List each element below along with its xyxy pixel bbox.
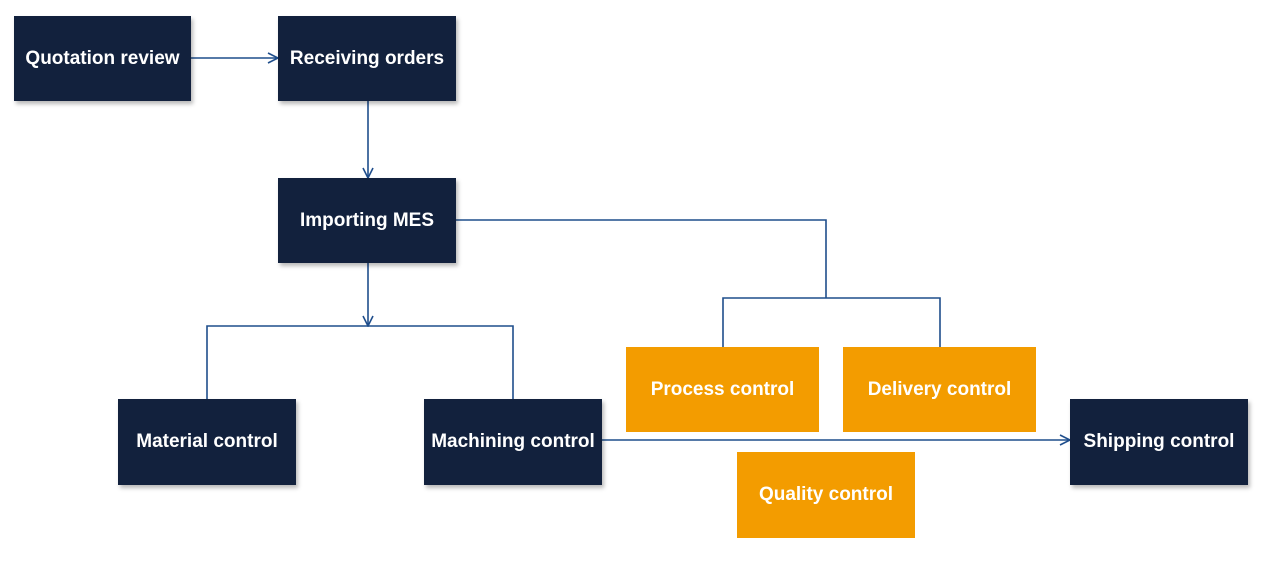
node-shipping-control-label: Shipping control [1083, 431, 1235, 452]
node-process-control: Process control [626, 347, 819, 432]
node-machining-control: Machining control [424, 399, 602, 485]
node-quality-control: Quality control [737, 452, 915, 538]
node-material-control-label: Material control [136, 431, 278, 452]
node-receiving-orders: Receiving orders [278, 16, 456, 101]
node-quotation-review-label: Quotation review [25, 47, 180, 69]
node-importing-mes: Importing MES [278, 178, 456, 263]
node-process-control-label: Process control [650, 378, 795, 400]
node-delivery-control: Delivery control [843, 347, 1036, 432]
node-receiving-orders-label: Receiving orders [289, 47, 445, 69]
node-material-control: Material control [118, 399, 296, 485]
node-delivery-control-label: Delivery control [867, 378, 1012, 400]
connector-split-material-machining [206, 325, 514, 399]
node-machining-control-label: Machining control [431, 431, 595, 452]
node-shipping-control: Shipping control [1070, 399, 1248, 485]
node-quality-control-label: Quality control [758, 484, 894, 505]
node-quotation-review: Quotation review [14, 16, 191, 101]
connector-split-process-delivery [722, 297, 941, 347]
node-importing-mes-label: Importing MES [299, 209, 435, 231]
connector-importing-right [456, 219, 827, 298]
